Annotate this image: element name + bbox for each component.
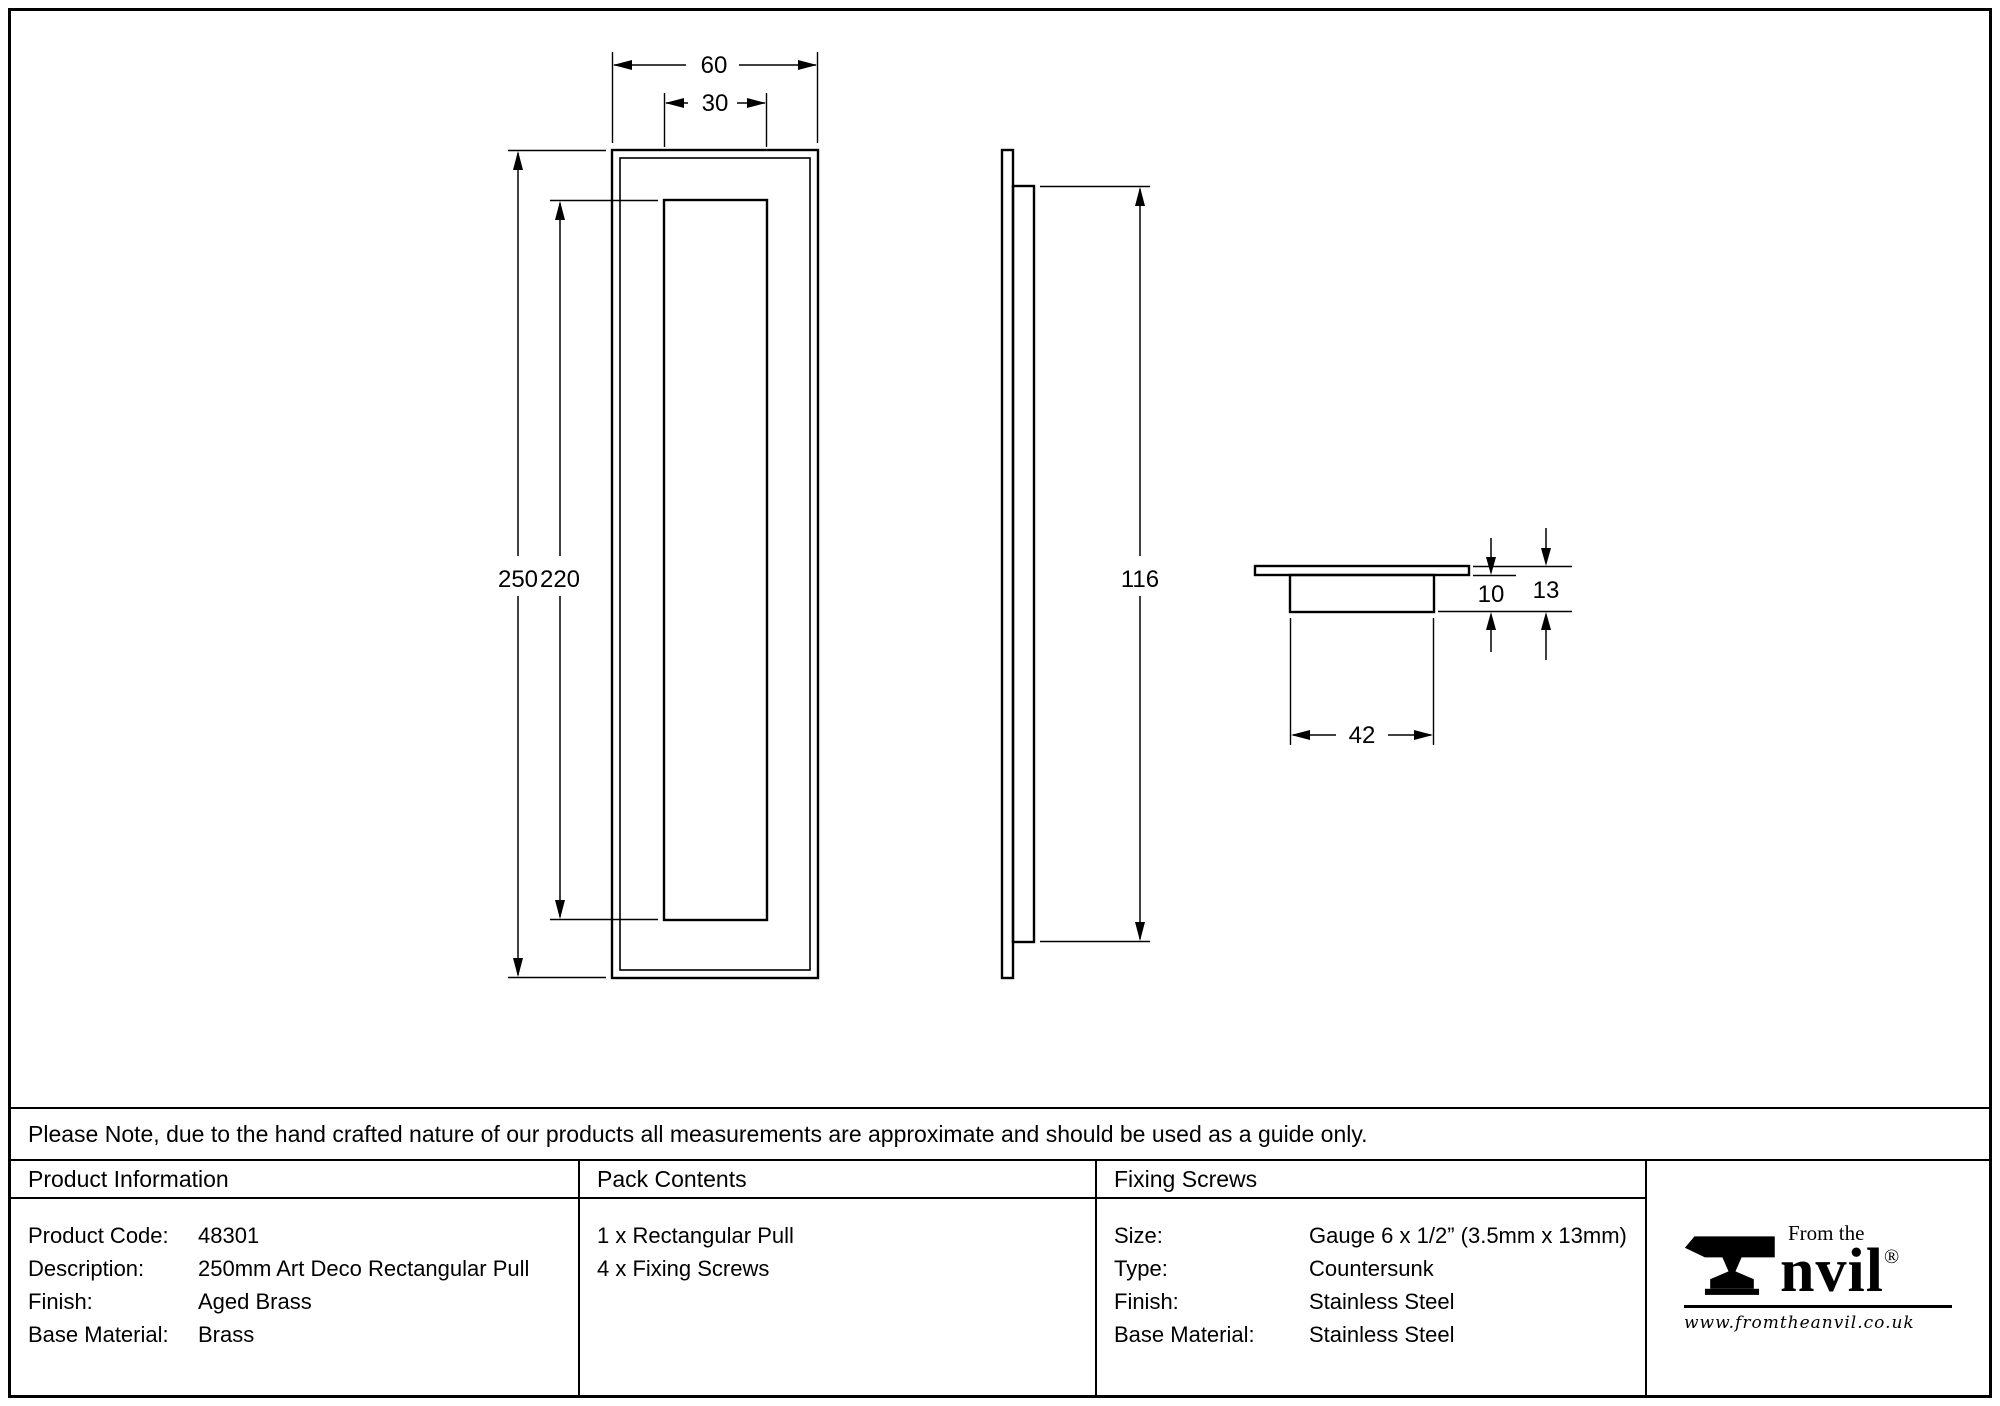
dimension-front-inner-width: 30 — [663, 90, 768, 147]
product-information-header: Product Information — [11, 1161, 578, 1199]
registered-mark: ® — [1883, 1246, 1901, 1269]
screw-size-label: Size: — [1114, 1223, 1163, 1248]
product-information-column: Product Information Product Code: 48301 … — [11, 1161, 578, 1395]
table-row: Finish: Aged Brass — [28, 1285, 561, 1318]
table-row: Size: Gauge 6 x 1/2” (3.5mm x 13mm) — [1114, 1219, 1628, 1252]
side-view — [1000, 148, 1036, 980]
finish-label: Finish: — [28, 1289, 93, 1314]
brand-logo: From the nvil® www.fromtheanvil.co.uk — [1684, 1221, 1952, 1333]
logo-anvil-text: nvil — [1780, 1237, 1884, 1306]
table-row: Base Material: Stainless Steel — [1114, 1318, 1628, 1351]
dim-label-30: 30 — [702, 90, 729, 117]
technical-drawing: 60 30 250 — [498, 52, 1572, 980]
table-row: Type: Countersunk — [1114, 1252, 1628, 1285]
dimension-end-width: 42 — [1289, 618, 1435, 749]
screw-finish-value: Stainless Steel — [1309, 1289, 1455, 1314]
dimension-end-overall-depth: 13 — [1473, 528, 1572, 660]
screw-base-material-label: Base Material: — [1114, 1322, 1255, 1347]
dim-label-116: 116 — [1121, 566, 1159, 593]
pack-contents-column: Pack Contents 1 x Rectangular Pull 4 x F… — [578, 1161, 1095, 1395]
dim-label-42: 42 — [1349, 722, 1376, 749]
logo-rule — [1684, 1305, 1952, 1308]
dimension-front-height: 250 — [498, 149, 606, 979]
pack-contents-header: Pack Contents — [580, 1161, 1095, 1199]
dim-label-60: 60 — [701, 52, 728, 79]
base-material-value: Brass — [198, 1322, 255, 1347]
fixing-screws-header: Fixing Screws — [1097, 1161, 1645, 1199]
logo-url: www.fromtheanvil.co.uk — [1684, 1313, 1915, 1333]
pack-item: 1 x Rectangular Pull — [597, 1223, 794, 1248]
sheet-frame: 60 30 250 — [8, 8, 1992, 1398]
info-table: Product Information Product Code: 48301 … — [11, 1159, 1989, 1395]
anvil-icon — [1684, 1236, 1775, 1295]
drawing-area: 60 30 250 — [11, 11, 1989, 1107]
table-row: Base Material: Brass — [28, 1318, 561, 1351]
product-code-label: Product Code: — [28, 1223, 169, 1248]
dim-label-250: 250 — [498, 566, 538, 593]
pack-item: 4 x Fixing Screws — [597, 1256, 770, 1281]
table-row: Finish: Stainless Steel — [1114, 1285, 1628, 1318]
description-label: Description: — [28, 1256, 145, 1281]
description-value: 250mm Art Deco Rectangular Pull — [198, 1256, 530, 1281]
dimension-side-height: 116 — [1040, 185, 1159, 943]
note-row: Please Note, due to the hand crafted nat… — [11, 1107, 1989, 1159]
table-row: Product Code: 48301 — [28, 1219, 561, 1252]
dimension-front-inner-height: 220 — [540, 199, 658, 921]
screw-type-label: Type: — [1114, 1256, 1168, 1281]
fixing-screws-column: Fixing Screws Size: Gauge 6 x 1/2” (3.5m… — [1095, 1161, 1645, 1395]
screw-size-value: Gauge 6 x 1/2” (3.5mm x 13mm) — [1309, 1223, 1627, 1248]
dimension-front-width: 60 — [611, 52, 819, 143]
logo-cell: From the nvil® www.fromtheanvil.co.uk — [1645, 1161, 1989, 1395]
dim-label-220: 220 — [540, 566, 580, 593]
table-row: Description: 250mm Art Deco Rectangular … — [28, 1252, 561, 1285]
end-view — [1253, 564, 1471, 614]
product-code-value: 48301 — [198, 1223, 260, 1248]
note-text: Please Note, due to the hand crafted nat… — [28, 1120, 1368, 1147]
screw-finish-label: Finish: — [1114, 1289, 1179, 1314]
dim-label-13: 13 — [1533, 577, 1560, 604]
finish-value: Aged Brass — [198, 1289, 312, 1314]
screw-type-value: Countersunk — [1309, 1256, 1434, 1281]
base-material-label: Base Material: — [28, 1322, 169, 1347]
screw-base-material-value: Stainless Steel — [1309, 1322, 1455, 1347]
front-view — [610, 148, 820, 980]
logo-from-the: From the — [1788, 1221, 1865, 1245]
dim-label-10: 10 — [1478, 581, 1505, 608]
